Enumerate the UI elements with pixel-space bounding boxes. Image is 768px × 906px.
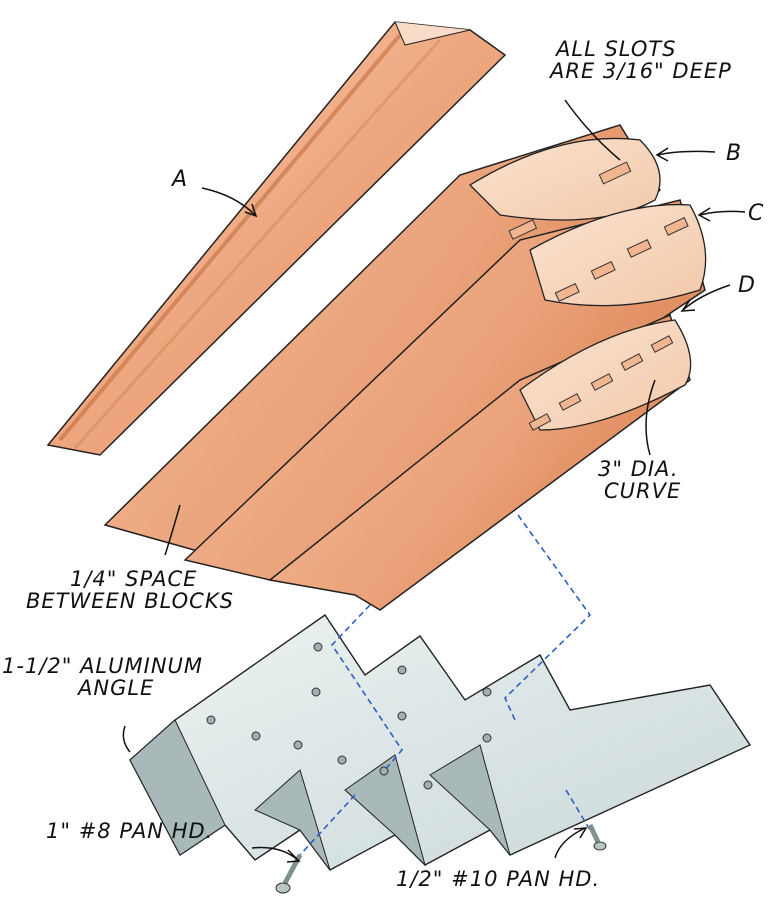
label-part-d: D	[738, 273, 756, 298]
screw-2-icon	[587, 823, 607, 851]
hidden-lines	[299, 514, 592, 856]
label-part-b: B	[726, 141, 743, 166]
label-curve-diameter: 3" DIA. CURVE	[598, 457, 682, 504]
leader-arrows	[122, 99, 746, 863]
label-block-spacing: 1/4" SPACE BETWEEN BLOCKS	[26, 567, 234, 614]
part-a-strip	[46, 21, 507, 456]
block-c	[183, 199, 707, 581]
label-screw-1: 1" #8 PAN HD.	[46, 819, 214, 843]
label-aluminum-angle: 1-1/2" ALUMINUM ANGLE	[2, 654, 204, 701]
label-part-c: C	[748, 201, 765, 226]
block-b	[103, 124, 661, 561]
label-screw-2: 1/2" #10 PAN HD.	[396, 867, 601, 891]
aluminum-angle	[129, 614, 752, 871]
label-part-a: A	[172, 167, 189, 192]
label-slots-depth: ALL SLOTS ARE 3/16" DEEP	[550, 37, 732, 84]
